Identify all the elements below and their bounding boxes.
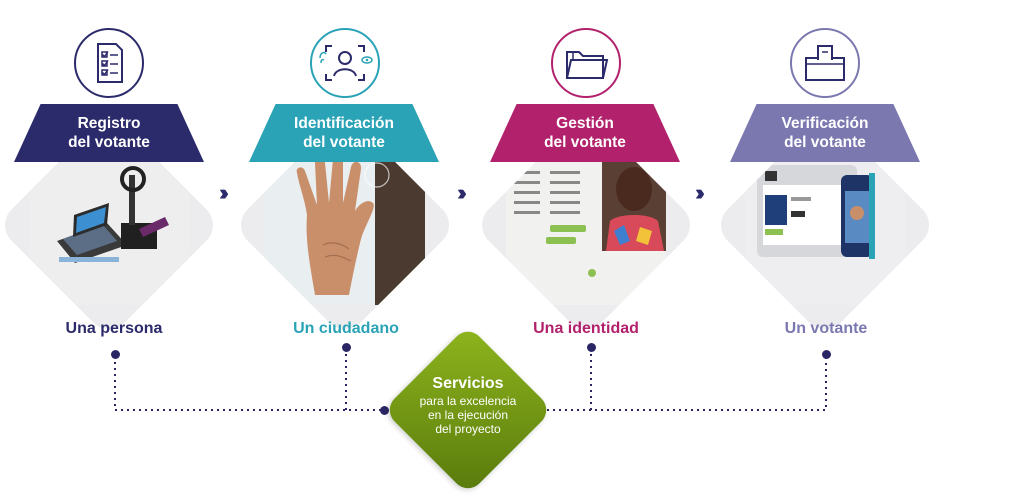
- step4-icon-circle: [790, 28, 860, 98]
- step4-caption: Un votante: [784, 320, 868, 337]
- step1-caption: Una persona: [65, 320, 163, 337]
- identity-management-image: [506, 145, 666, 305]
- step3-icon-circle: [551, 28, 621, 98]
- ballot-box-icon: [805, 45, 845, 81]
- chevron-right-icon: ›››: [457, 180, 467, 205]
- connector-dot: [587, 343, 596, 352]
- services-title: Servicios: [432, 375, 504, 392]
- face-fingerprint-scan-icon: [319, 45, 373, 81]
- services-subtitle-line3: del proyecto: [435, 422, 501, 436]
- step2-caption: Un ciudadano: [293, 320, 399, 337]
- step1-icon-circle: [74, 28, 144, 98]
- services-subtitle-line1: para la excelencia: [419, 394, 517, 408]
- verification-device-image: [745, 145, 905, 305]
- step1-photo-tile: [0, 111, 223, 339]
- folder-icon: [565, 51, 609, 79]
- step3-title-line2: del votante: [544, 134, 626, 151]
- step3-caption: Una identidad: [533, 320, 639, 337]
- step2-photo-tile: [231, 111, 459, 339]
- step3-title-line1: Gestión: [556, 115, 614, 132]
- chevron-right-icon: ›››: [219, 180, 229, 205]
- connector-dot: [342, 343, 351, 352]
- step2-icon-circle: [310, 28, 380, 98]
- chevron-right-icon: ›››: [695, 180, 705, 205]
- connector-dot: [380, 406, 389, 415]
- step2-title-line2: del votante: [303, 134, 385, 151]
- checklist-document-icon: [97, 43, 123, 83]
- step3-title-banner: Gestión del votante: [490, 104, 680, 162]
- step2-title-line1: Identificación: [294, 115, 394, 132]
- step1-title-banner: Registro del votante: [14, 104, 204, 162]
- step4-title-line2: del votante: [784, 134, 866, 151]
- registration-kit-image: [29, 145, 189, 305]
- step4-photo-tile: [711, 111, 939, 339]
- services-subtitle-line2: en la ejecución: [427, 408, 509, 422]
- step1-title-line1: Registro: [77, 115, 141, 132]
- palm-scan-image: [265, 145, 425, 305]
- step4-title-banner: Verificación del votante: [730, 104, 920, 162]
- step1-title-line2: del votante: [68, 134, 150, 151]
- step4-title-line1: Verificación: [781, 115, 869, 132]
- step2-title-banner: Identificación del votante: [249, 104, 439, 162]
- step3-photo-tile: [472, 111, 700, 339]
- services-label: Servicios para la excelencia en la ejecu…: [398, 374, 538, 436]
- connector-dot: [822, 350, 831, 359]
- connector-dot: [111, 350, 120, 359]
